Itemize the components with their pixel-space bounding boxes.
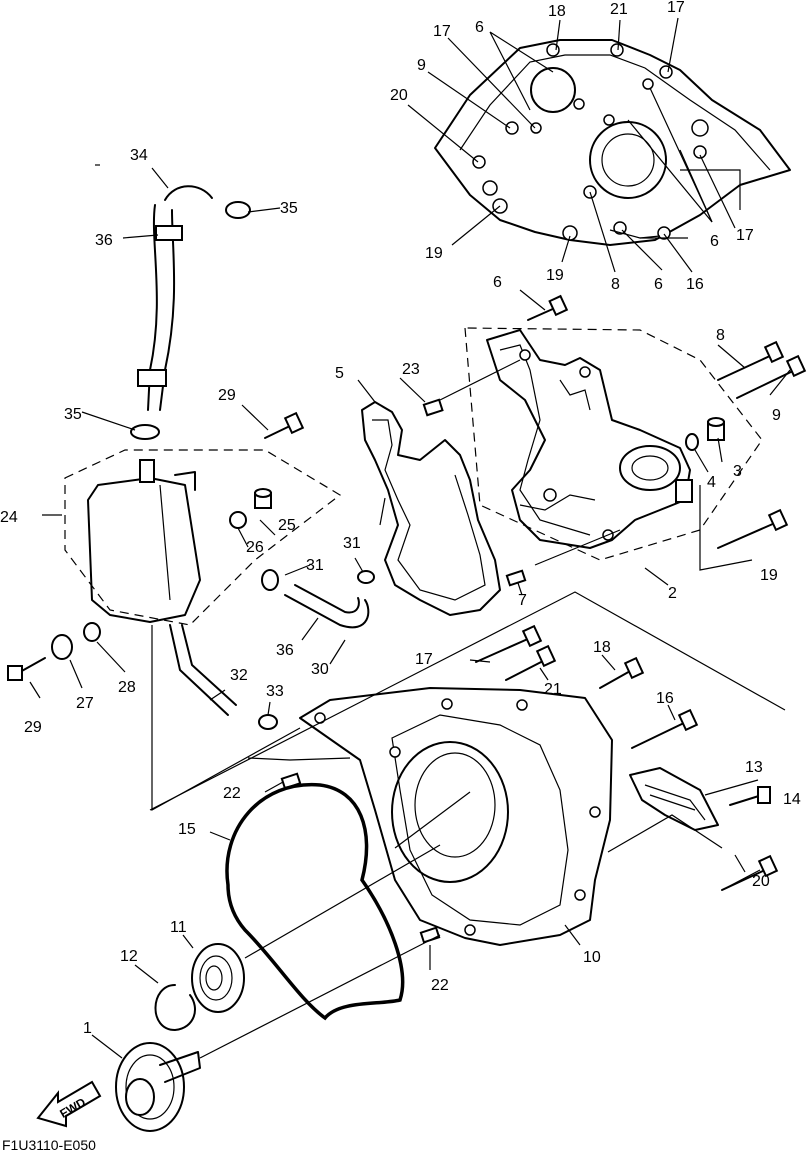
callout-9-pump: 9 [772,407,781,424]
cap-26 [229,511,247,529]
callout-17-cover: 17 [415,651,433,668]
plug-28 [83,622,101,642]
callout-6-top-c: 6 [654,276,663,293]
callout-36-upper: 36 [95,232,113,249]
callout-25: 25 [278,517,296,534]
callout-7: 7 [518,592,527,609]
crankcase-cover-rear-view [434,39,791,246]
callout-8-top: 8 [611,276,620,293]
bolt-16 [631,708,699,749]
callout-2: 2 [668,585,677,602]
circlip-12 [154,984,196,1031]
callout-29-upper: 29 [218,387,236,404]
breather-hose-34 [137,185,213,411]
callout-23: 23 [402,361,420,378]
callout-30: 30 [311,661,329,678]
callout-22-upper: 22 [223,785,241,802]
plug-bolt-3 [707,417,725,441]
callout-18-top: 18 [548,3,566,20]
callout-19-top-a: 19 [425,245,443,262]
bolt-29-upper [264,411,305,439]
hose-30 [284,584,370,629]
bolt-18 [599,656,645,689]
callout-14: 14 [783,791,801,808]
callout-32: 32 [230,667,248,684]
forward-direction-arrow [36,1080,102,1128]
callout-20-cover: 20 [752,873,770,890]
callout-16-top: 16 [686,276,704,293]
dowel-pin-23 [422,398,444,417]
callout-4: 4 [707,474,716,491]
callout-1: 1 [83,1020,92,1037]
callout-3: 3 [733,463,742,480]
callout-35-upper: 35 [280,200,298,217]
drive-gear-1 [115,1042,201,1132]
oil-pump-assembly [464,327,763,561]
callout-18-cover: 18 [593,639,611,656]
plug-27 [51,634,73,660]
crankcase-cover-10 [299,687,613,946]
callout-13: 13 [745,759,763,776]
callout-31-left: 31 [306,557,324,574]
bearing-11 [191,943,245,1013]
callout-20-top: 20 [390,87,408,104]
oil-tank-24 [64,449,342,626]
hose-clamp-31-left [261,569,279,591]
callout-12: 12 [120,948,138,965]
bolt-29-lower [7,657,46,681]
callout-17-top-b: 17 [667,0,685,16]
callout-6-top-a: 6 [475,19,484,36]
callout-11: 11 [170,919,187,936]
callout-labels: 1 2 3 4 5 6 6 6 6 7 8 8 9 9 10 11 12 13 … [0,0,801,1037]
washer-4 [685,433,699,451]
callout-19-pump: 19 [760,567,778,584]
callout-15: 15 [178,821,196,838]
callout-9-top: 9 [417,57,426,74]
callout-6-pump: 6 [493,274,502,291]
callout-21-cover: 21 [544,681,562,698]
leader-lines [29,17,791,1059]
callout-10: 10 [583,949,601,966]
hose-clamp-35-lower [130,424,160,440]
callout-22-lower: 22 [431,977,449,994]
callout-34: 34 [130,147,148,164]
bolts-8-9 [717,340,807,399]
callout-21-top: 21 [610,1,628,18]
bolt-14 [729,786,771,806]
hose-32 [169,624,237,716]
callout-6-top-b: 6 [710,233,719,250]
callout-29-lower: 29 [24,719,42,736]
dowel-pin-7 [505,569,527,587]
bolt-17 [475,624,543,663]
o-ring-15 [225,783,405,1021]
callout-24: 24 [0,509,18,526]
bolt-6 [527,294,569,321]
bolt-19 [717,508,789,549]
callout-19-top-b: 19 [546,267,564,284]
callout-31-right: 31 [343,535,361,552]
bolt-21 [505,644,557,681]
callout-33: 33 [266,683,284,700]
callout-36-lower: 36 [276,642,294,659]
diagram-code: F1U3110-E050 [2,1137,96,1153]
callout-27: 27 [76,695,94,712]
gasket-oil-pump [361,401,501,616]
callout-17-top-c: 17 [736,227,754,244]
callout-8-pump: 8 [716,327,725,344]
callout-28: 28 [118,679,136,696]
hose-clamp-35-upper [225,201,251,219]
callout-16-cover: 16 [656,690,674,707]
oil-strainer-13 [629,767,719,831]
callout-35-lower: 35 [64,406,82,423]
callout-26: 26 [246,539,264,556]
callout-17-top-a: 17 [433,23,451,40]
fitting-25 [254,488,272,509]
bolt-20 [721,854,779,891]
hose-clamp-33 [258,714,278,730]
hose-clamp-31-right [357,570,375,584]
callout-5: 5 [335,365,344,382]
